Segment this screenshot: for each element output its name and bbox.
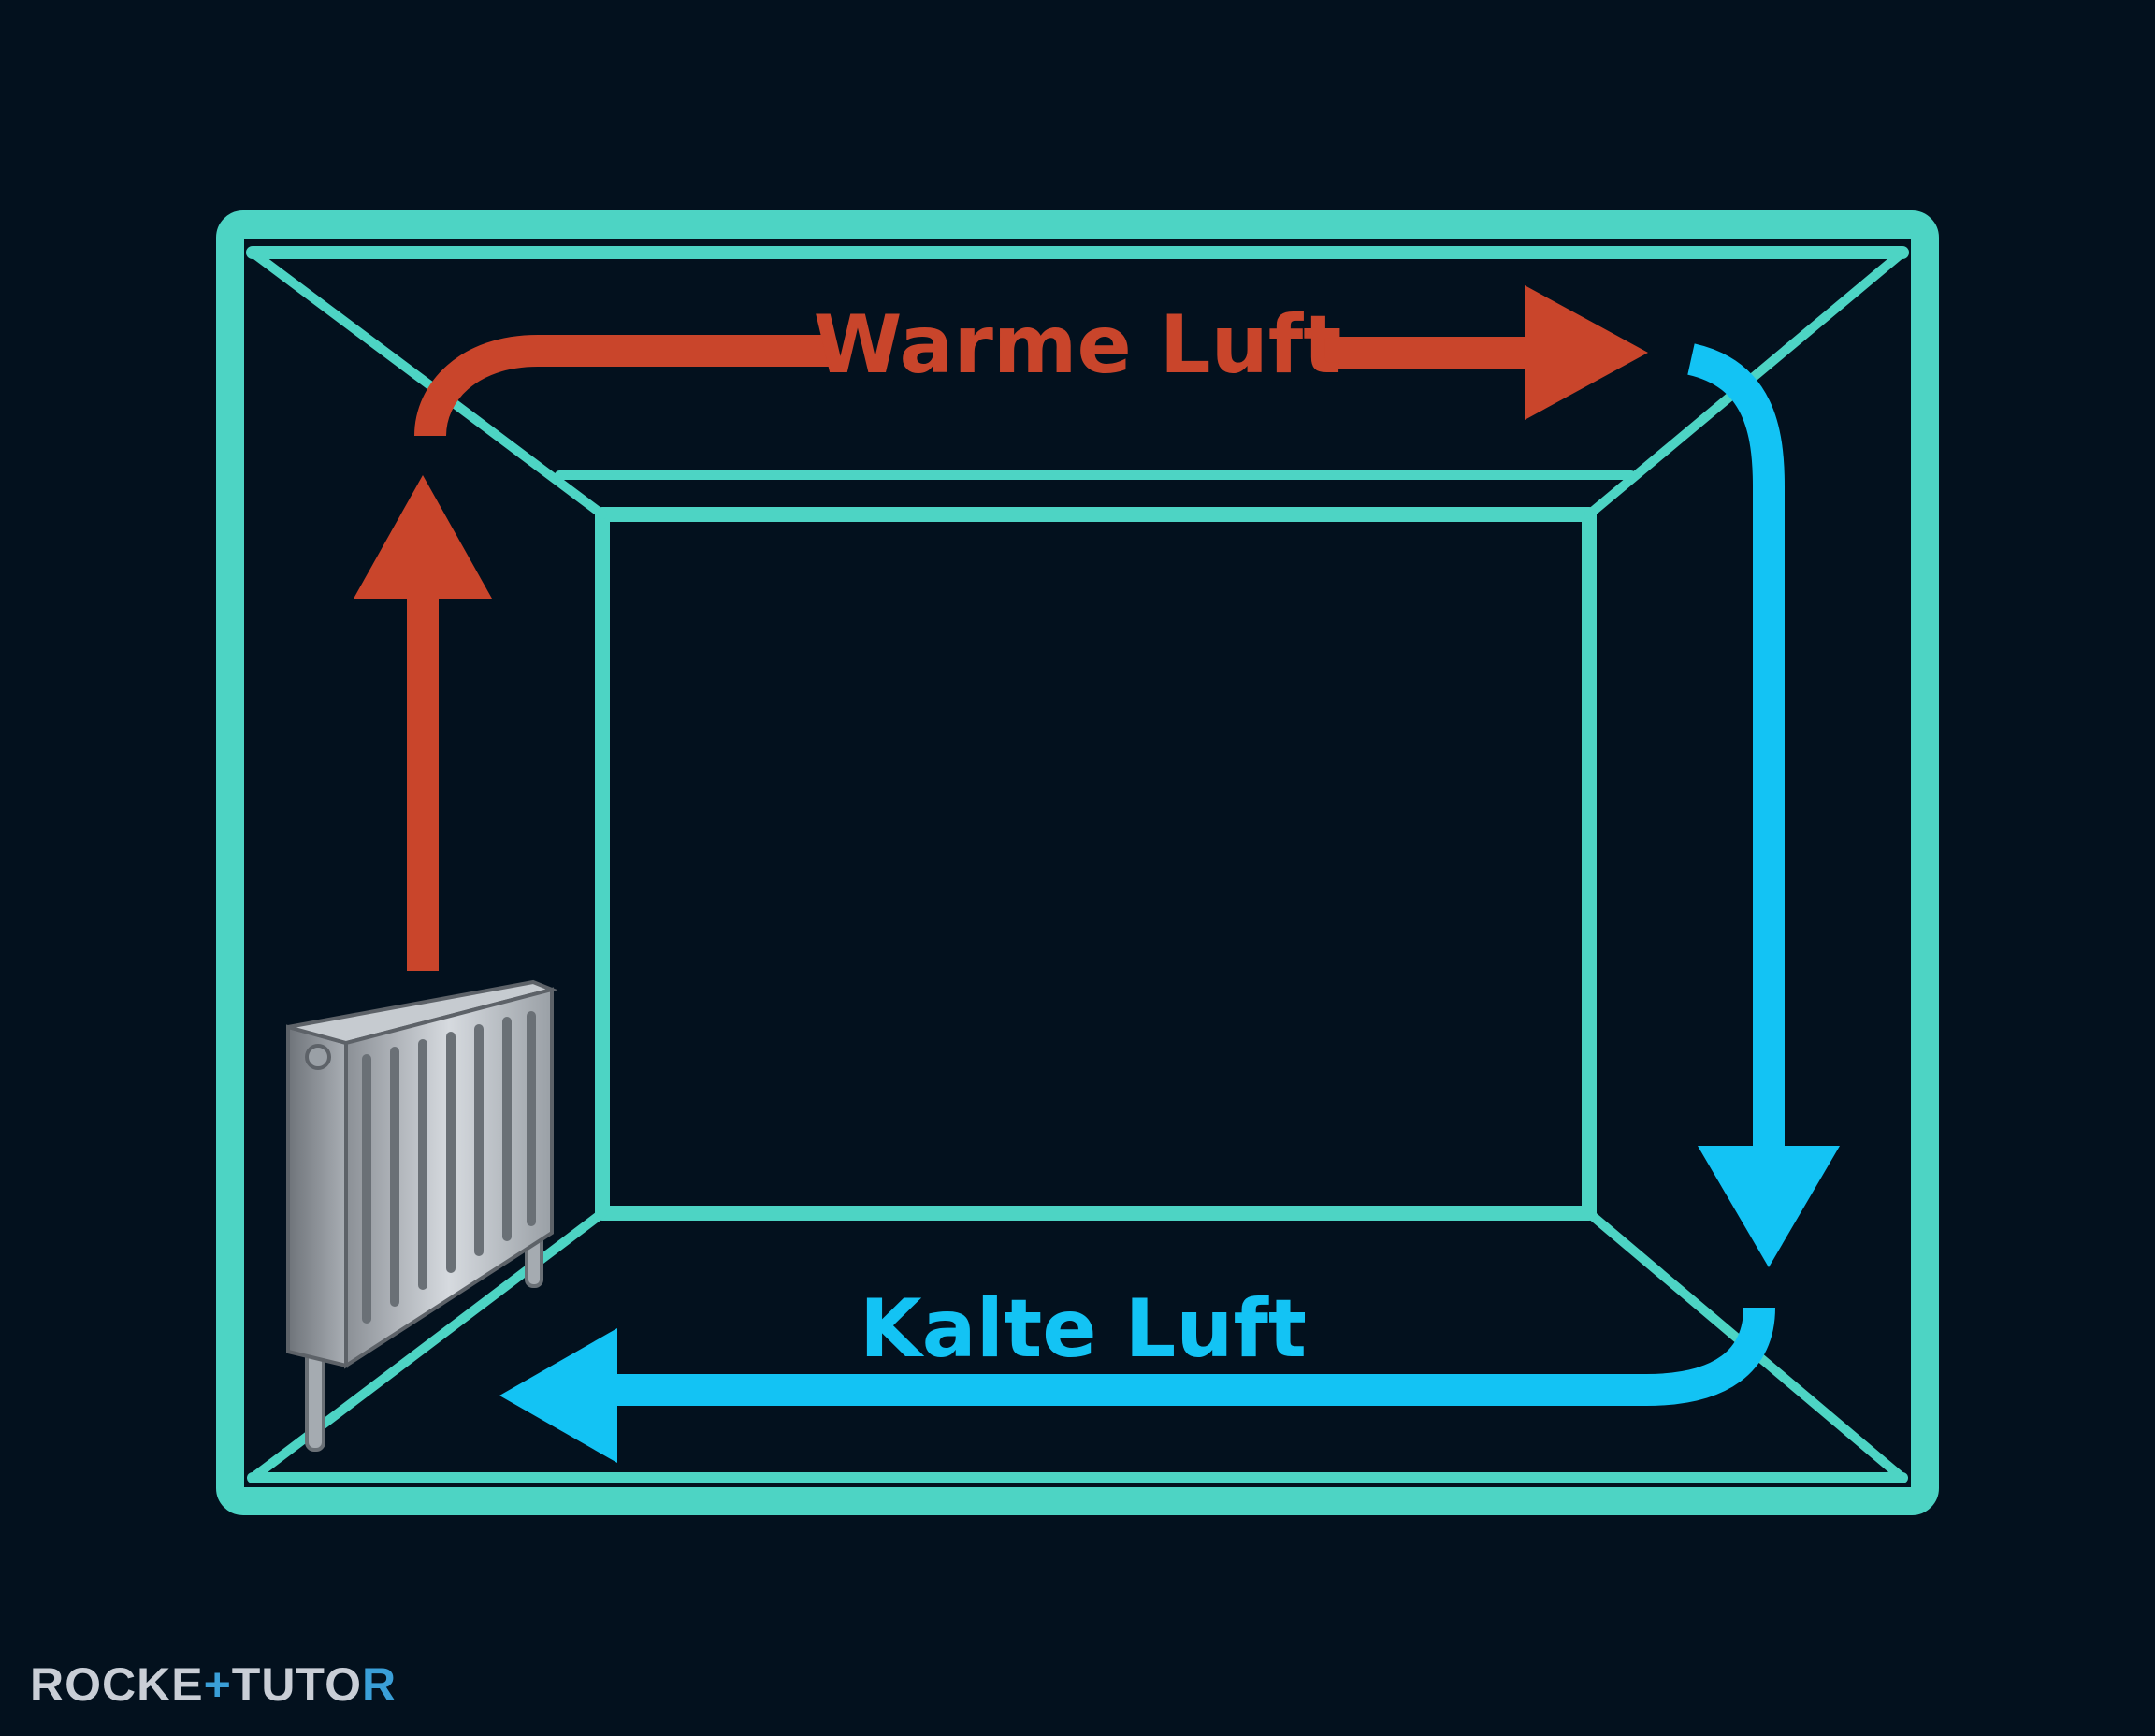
radiator-valve	[305, 1044, 331, 1070]
warm-arrow-head-right	[1525, 285, 1648, 420]
brand-logo-part3: R	[361, 1658, 398, 1711]
brand-logo-part2: TUTO	[231, 1658, 362, 1711]
cold-arrow-curve-top	[1686, 343, 1785, 1150]
ceiling-edge-left	[248, 248, 607, 519]
cold-air-label: Kalte Luft	[860, 1282, 1307, 1376]
room-outer-frame	[216, 210, 1939, 1515]
room-back-wall	[595, 507, 1597, 1221]
warm-air-arrow	[407, 335, 1553, 971]
warm-air-label: Warme Luft	[814, 298, 1342, 392]
brand-logo-part1: ROCKE	[30, 1658, 204, 1711]
room-outline	[216, 210, 1939, 1515]
cold-arrow-curve-bottom	[599, 1307, 1775, 1406]
warm-arrow-curve	[414, 335, 831, 437]
brand-logo-mark: +	[203, 1658, 232, 1711]
brand-logo: ROCKE+TUTOR	[30, 1657, 397, 1712]
cold-arrow-head-down	[1698, 1146, 1840, 1267]
warm-arrow-head-up	[354, 475, 492, 599]
radiator-fins	[362, 1011, 536, 1324]
cold-air-arrow	[599, 343, 1785, 1406]
radiator-icon	[286, 979, 558, 1452]
cold-arrow-head-left	[499, 1328, 617, 1463]
radiator-side	[286, 1024, 348, 1368]
